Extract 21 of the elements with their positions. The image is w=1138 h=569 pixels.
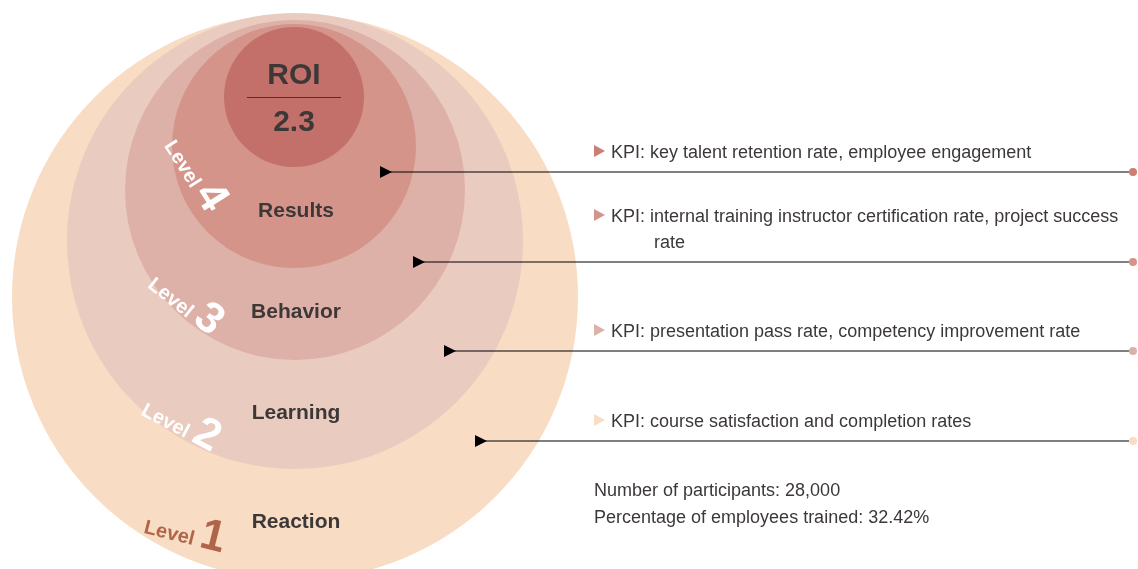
- dot-marker: [1129, 437, 1137, 445]
- roi-label: ROI: [267, 56, 321, 92]
- leader-arrow: [474, 435, 1130, 447]
- leader-arrow: [412, 256, 1130, 268]
- leader-arrow: [443, 345, 1130, 357]
- edge-label: KPI: course satisfaction and completion rates: [611, 410, 972, 433]
- dot-marker: [1129, 168, 1137, 176]
- level-label: Level 1: [141, 506, 231, 560]
- edge-label: KPI: key talent retention rate, employee engagement: [611, 141, 1032, 164]
- edge-label: KPI: presentation pass rate, competency improvement rate: [611, 320, 1081, 343]
- stat-note: Number of participants: 28,000: [594, 479, 842, 502]
- dot-marker: [1129, 258, 1137, 266]
- stat-note: Percentage of employees trained: 32.42%: [594, 506, 930, 529]
- edge-label: KPI: internal training instructor certification rate, project success rate: [611, 205, 1120, 254]
- level-title: Results: [258, 197, 334, 224]
- level-title: Learning: [251, 399, 341, 426]
- leader-arrow: [379, 166, 1130, 178]
- level-title: Reaction: [251, 508, 341, 535]
- dot-marker: [1129, 347, 1137, 355]
- roi-value: 2.3: [273, 102, 315, 139]
- level-title: Behavior: [251, 298, 341, 325]
